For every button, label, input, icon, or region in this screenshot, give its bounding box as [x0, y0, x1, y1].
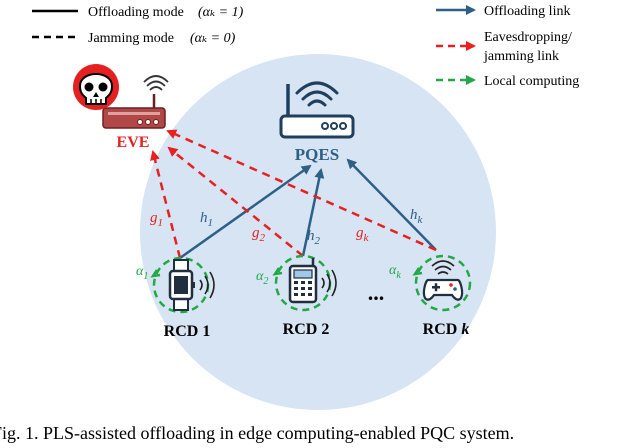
- rcd2-signal-icon: [321, 269, 337, 297]
- rcd1-signal-icon: [199, 271, 215, 299]
- phone-icon: [288, 258, 318, 304]
- rcd1-node: α1 RCD 1: [136, 256, 215, 340]
- figure-caption: Fig. 1. PLS-assisted offloading in edge …: [0, 423, 514, 443]
- pqes-node: PQES: [279, 81, 355, 164]
- rcd2-node: α2 RCD 2: [256, 254, 337, 338]
- eve-label: EVE: [117, 134, 150, 151]
- rcdk-signal-icon: [431, 260, 455, 275]
- eve-node: EVE: [73, 64, 169, 151]
- legend-eaves-line2: jamming link: [483, 49, 559, 64]
- legend-left: Offloading mode (αₖ = 1) Jamming mode (α…: [32, 5, 244, 46]
- rcdk-node: αk RCD k: [389, 254, 472, 338]
- label-g1: g1: [150, 210, 163, 229]
- legend-jamming-mode: Jamming mode: [88, 31, 174, 46]
- ellipsis: ...: [368, 280, 385, 305]
- legend-jamming-cond: (αₖ = 0): [190, 31, 236, 46]
- eaves-link-1: [150, 150, 182, 259]
- legend-eaves-line1: Eavesdropping/: [484, 30, 572, 45]
- legend-local-computing: Local computing: [484, 74, 579, 89]
- legend-offloading-mode: Offloading mode: [88, 5, 184, 20]
- legend-offloading-cond: (αₖ = 1): [198, 5, 244, 20]
- pqes-router-icon: [279, 114, 355, 139]
- gamepad-icon: [422, 278, 464, 301]
- offload-link-2: [301, 168, 325, 257]
- label-alphak: αk: [389, 263, 401, 281]
- links: [150, 129, 437, 260]
- offload-link-1: [179, 164, 312, 260]
- link-labels: g1 h1 g2 h2 gk hk: [150, 207, 424, 247]
- skull-icon: [73, 64, 119, 110]
- legend-right: Offloading link Eavesdropping/ jamming l…: [436, 4, 579, 89]
- eve-signal-icon: [143, 75, 169, 91]
- rcdk-label: RCD k: [423, 321, 470, 338]
- label-g2: g2: [252, 225, 266, 244]
- label-gk: gk: [356, 225, 370, 244]
- eve-router-icon: [102, 107, 166, 129]
- rcd1-label: RCD 1: [164, 323, 211, 340]
- label-alpha1: α1: [136, 264, 148, 282]
- offload-link-k: [346, 158, 437, 251]
- rcdk-local-loop: [414, 254, 472, 312]
- label-h2: h2: [307, 228, 321, 247]
- label-alpha2: α2: [256, 269, 268, 287]
- rcd2-label: RCD 2: [283, 321, 330, 338]
- coverage-area: [140, 54, 496, 410]
- legend-offloading-link: Offloading link: [484, 4, 570, 19]
- label-h1: h1: [200, 210, 213, 229]
- watch-icon: [168, 259, 195, 311]
- eaves-link-2: [167, 146, 304, 257]
- label-hk: hk: [410, 207, 424, 226]
- pqes-label: PQES: [295, 145, 339, 164]
- pqes-signal-icon: [295, 81, 339, 107]
- eaves-link-k: [166, 129, 437, 252]
